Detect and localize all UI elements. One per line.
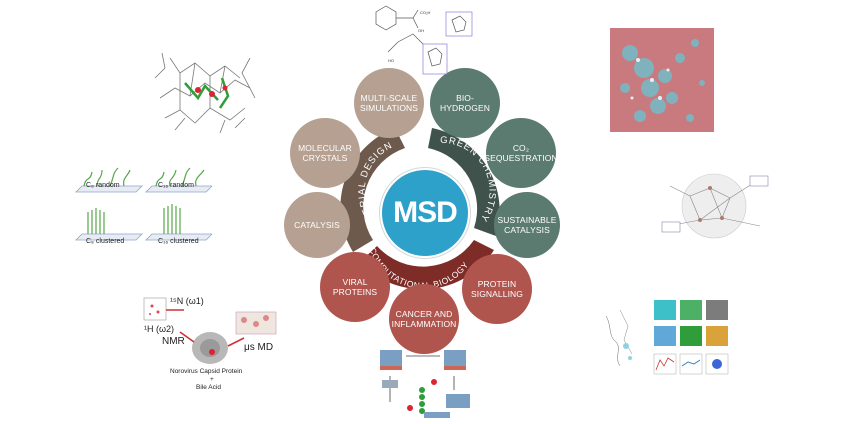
node-cancer-inflammation: CANCER AND INFLAMMATION (389, 284, 459, 354)
svg-text:HO: HO (388, 58, 394, 63)
caption-line-2: + (210, 376, 214, 383)
arc-green-chemistry (428, 128, 500, 236)
fiber-label-c8-random: C₈ random (86, 182, 120, 189)
svg-text:CO₂H: CO₂H (420, 10, 431, 15)
node-catalysis: CATALYSIS (284, 192, 350, 258)
node-protein-signalling: PROTEIN SIGNALLING (462, 254, 532, 324)
fiber-label-c16-clustered: C₁₆ clustered (158, 238, 199, 245)
fiber-label-c16-random: C₁₆ random (158, 182, 194, 189)
label-nmr: NMR (162, 336, 185, 347)
molecule-illustration (154, 52, 256, 134)
node-molecular-crystals: MOLECULAR CRYSTALS (290, 118, 360, 188)
caption-line-3: Bile Acid (196, 384, 221, 391)
label-1h: ¹H (ω2) (144, 324, 175, 334)
node-bio-hydrogen: BIO-HYDROGEN (430, 68, 500, 138)
fiber-label-c8-clustered: C₈ clustered (86, 238, 125, 245)
fibers-panel: C₈ random C₁₆ random C₈ clustered C₁₆ cl… (72, 164, 212, 248)
label-us-md: μs MD (244, 342, 274, 353)
svg-text:OH: OH (418, 28, 424, 33)
node-viral-proteins: VIRAL PROTEINS (320, 252, 390, 322)
network-diagram (661, 173, 769, 239)
node-multiscale-simulations: MULTI-SCALE SIMULATIONS (354, 68, 424, 138)
norovirus-panel: ¹⁵N (ω1) ¹H (ω2) NMR μs MD Norovirus Cap… (140, 290, 290, 410)
node-sustainable-catalysis: SUSTAINABLE CATALYSIS (494, 192, 560, 258)
simulation-box (610, 28, 714, 132)
label-15n: ¹⁵N (ω1) (170, 296, 204, 306)
arc-computational-biology (360, 240, 494, 290)
signalling-pathway (380, 350, 470, 418)
msd-center: MSD (380, 168, 470, 258)
caption-line-1: Norovirus Capsid Protein (170, 368, 243, 375)
chemical-structures: CO₂H OH HO (375, 5, 473, 75)
node-co2-sequestration: CO₂ SEQUESTRATION (484, 118, 558, 188)
analysis-panels (605, 300, 729, 375)
